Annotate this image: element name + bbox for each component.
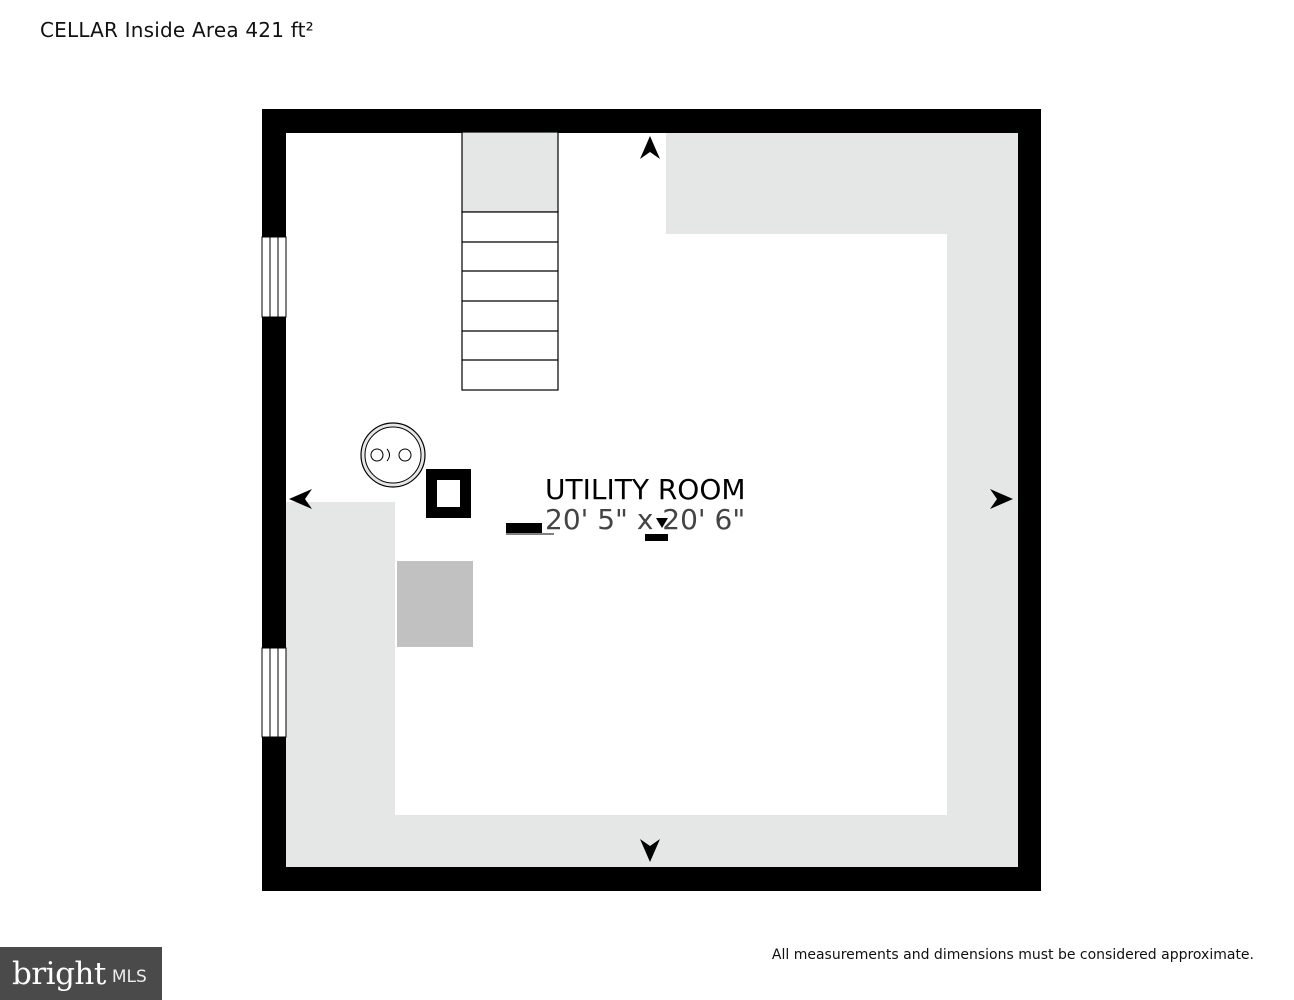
arrow-left-icon: [289, 489, 312, 509]
shaded-area-right: [286, 132, 1018, 868]
arrow-right-icon: [990, 489, 1013, 509]
chimney-icon: [426, 469, 471, 518]
fixture-marker: [656, 518, 668, 528]
room-name: UTILITY ROOM: [545, 473, 746, 506]
room-dimensions: 20' 5" x 20' 6": [545, 503, 745, 536]
window-icon: [261, 236, 287, 318]
water-heater-icon: [360, 422, 426, 488]
staircase: [461, 131, 559, 391]
floor-title: CELLAR Inside Area 421 ft²: [40, 18, 314, 42]
equipment-box: [397, 561, 473, 647]
bright-mls-logo: bright MLS: [0, 947, 162, 1000]
window-icon: [261, 647, 287, 738]
arrow-down-icon: [640, 839, 660, 862]
logo-brand: bright: [12, 955, 106, 992]
fixture-bar: [645, 534, 668, 541]
disclaimer: All measurements and dimensions must be …: [771, 947, 1254, 963]
arrow-up-icon: [640, 136, 660, 159]
logo-suffix: MLS: [111, 966, 147, 987]
fixture-bar: [506, 523, 542, 533]
exterior-walls: [262, 109, 1041, 891]
